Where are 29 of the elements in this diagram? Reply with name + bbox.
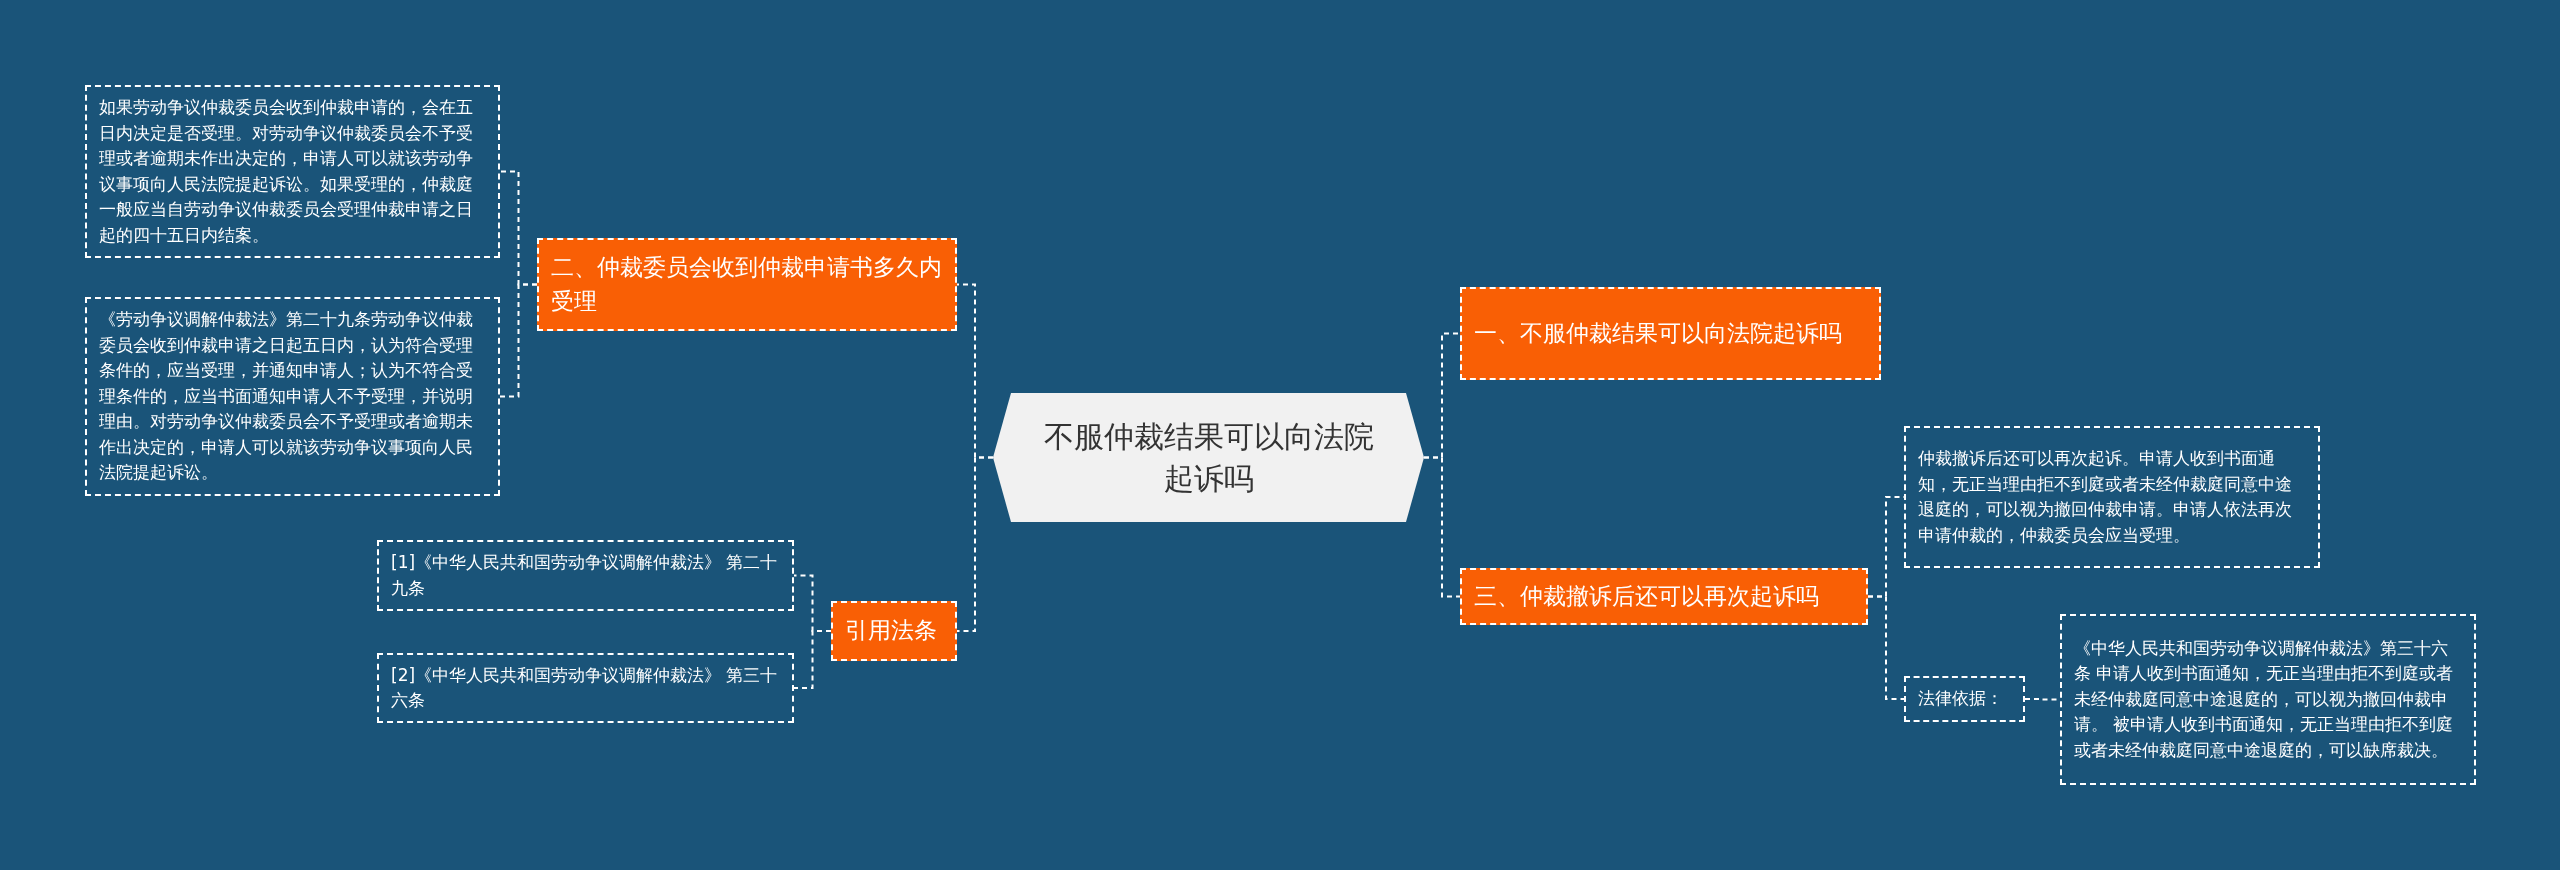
note-card (2060, 614, 2476, 785)
topic-card (1460, 287, 1881, 380)
note-text: 《劳动争议调解仲裁法》第二十九条劳动争议仲裁委员会收到仲裁申请之日起五日内，认为符合受理条件的，应当受理，并通知申请人；认为不符合受理条件的，应当书面通知申请人不予受理，并说明理由。对劳动争议仲裁委员会不予受理或者逾期未作出决定的，申请人可以就该劳动争议事项向人民法院提起诉讼。 (99, 308, 474, 485)
connector-line (499, 283, 538, 398)
note-card (1904, 426, 2320, 568)
connector-line (956, 456, 994, 632)
topic-text: 二、仲裁委员会收到仲裁申请书多久内受理 (551, 253, 943, 316)
note-text: [1]《中华人民共和国劳动争议调解仲裁法》 第二十九条 (391, 551, 779, 600)
connector-line (1423, 456, 1461, 598)
topic-card (1460, 568, 1868, 625)
topic-text: 三、仲裁撤诉后还可以再次起诉吗 (1474, 581, 1819, 611)
note-card (1904, 676, 2025, 722)
topic-card (831, 601, 957, 661)
connector-line (793, 630, 832, 689)
note-card (85, 85, 500, 258)
topic-text: 引用法条 (845, 616, 937, 646)
topic-text: 一、不服仲裁结果可以向法院起诉吗 (1474, 318, 1842, 348)
topic-card (537, 238, 957, 331)
note-card (377, 540, 794, 611)
central-topic (993, 393, 1424, 522)
note-card (85, 297, 500, 496)
note-card (377, 653, 794, 723)
note-text: 《中华人民共和国劳动争议调解仲裁法》第三十六条 申请人收到书面通知，无正当理由拒不到庭或者未经仲裁庭同意中途退庭的，可以视为撤回仲裁申请。 被申请人收到书面通知，无正当理由拒不到庭或者未经仲裁庭同意中途退庭的，可以缺席裁决。 (2074, 636, 2455, 762)
note-text: 如果劳动争议仲裁委员会收到仲裁申请的，会在五日内决定是否受理。对劳动争议仲裁委员会不予受理或者逾期未作出决定的，申请人可以就该劳动争议事项向人民法院提起诉讼。如果受理的，仲裁庭一般应当自劳动争议仲裁委员会受理仲裁申请之日起的四十五日内结案。 (99, 96, 474, 247)
topic-text: 不服仲裁结果可以向法院起诉吗 (1042, 417, 1375, 498)
note-text: [2]《中华人民共和国劳动争议调解仲裁法》 第三十六条 (391, 663, 779, 712)
note-text: 法律依据： (1918, 687, 2003, 711)
note-text: 仲裁撤诉后还可以再次起诉。申请人收到书面通知，无正当理由拒不到庭或者未经仲裁庭同意中途退庭的，可以视为撤回仲裁申请。申请人依法再次申请仲裁的，仲裁委员会应当受理。 (1918, 447, 2293, 547)
connector-line (1867, 595, 1905, 700)
